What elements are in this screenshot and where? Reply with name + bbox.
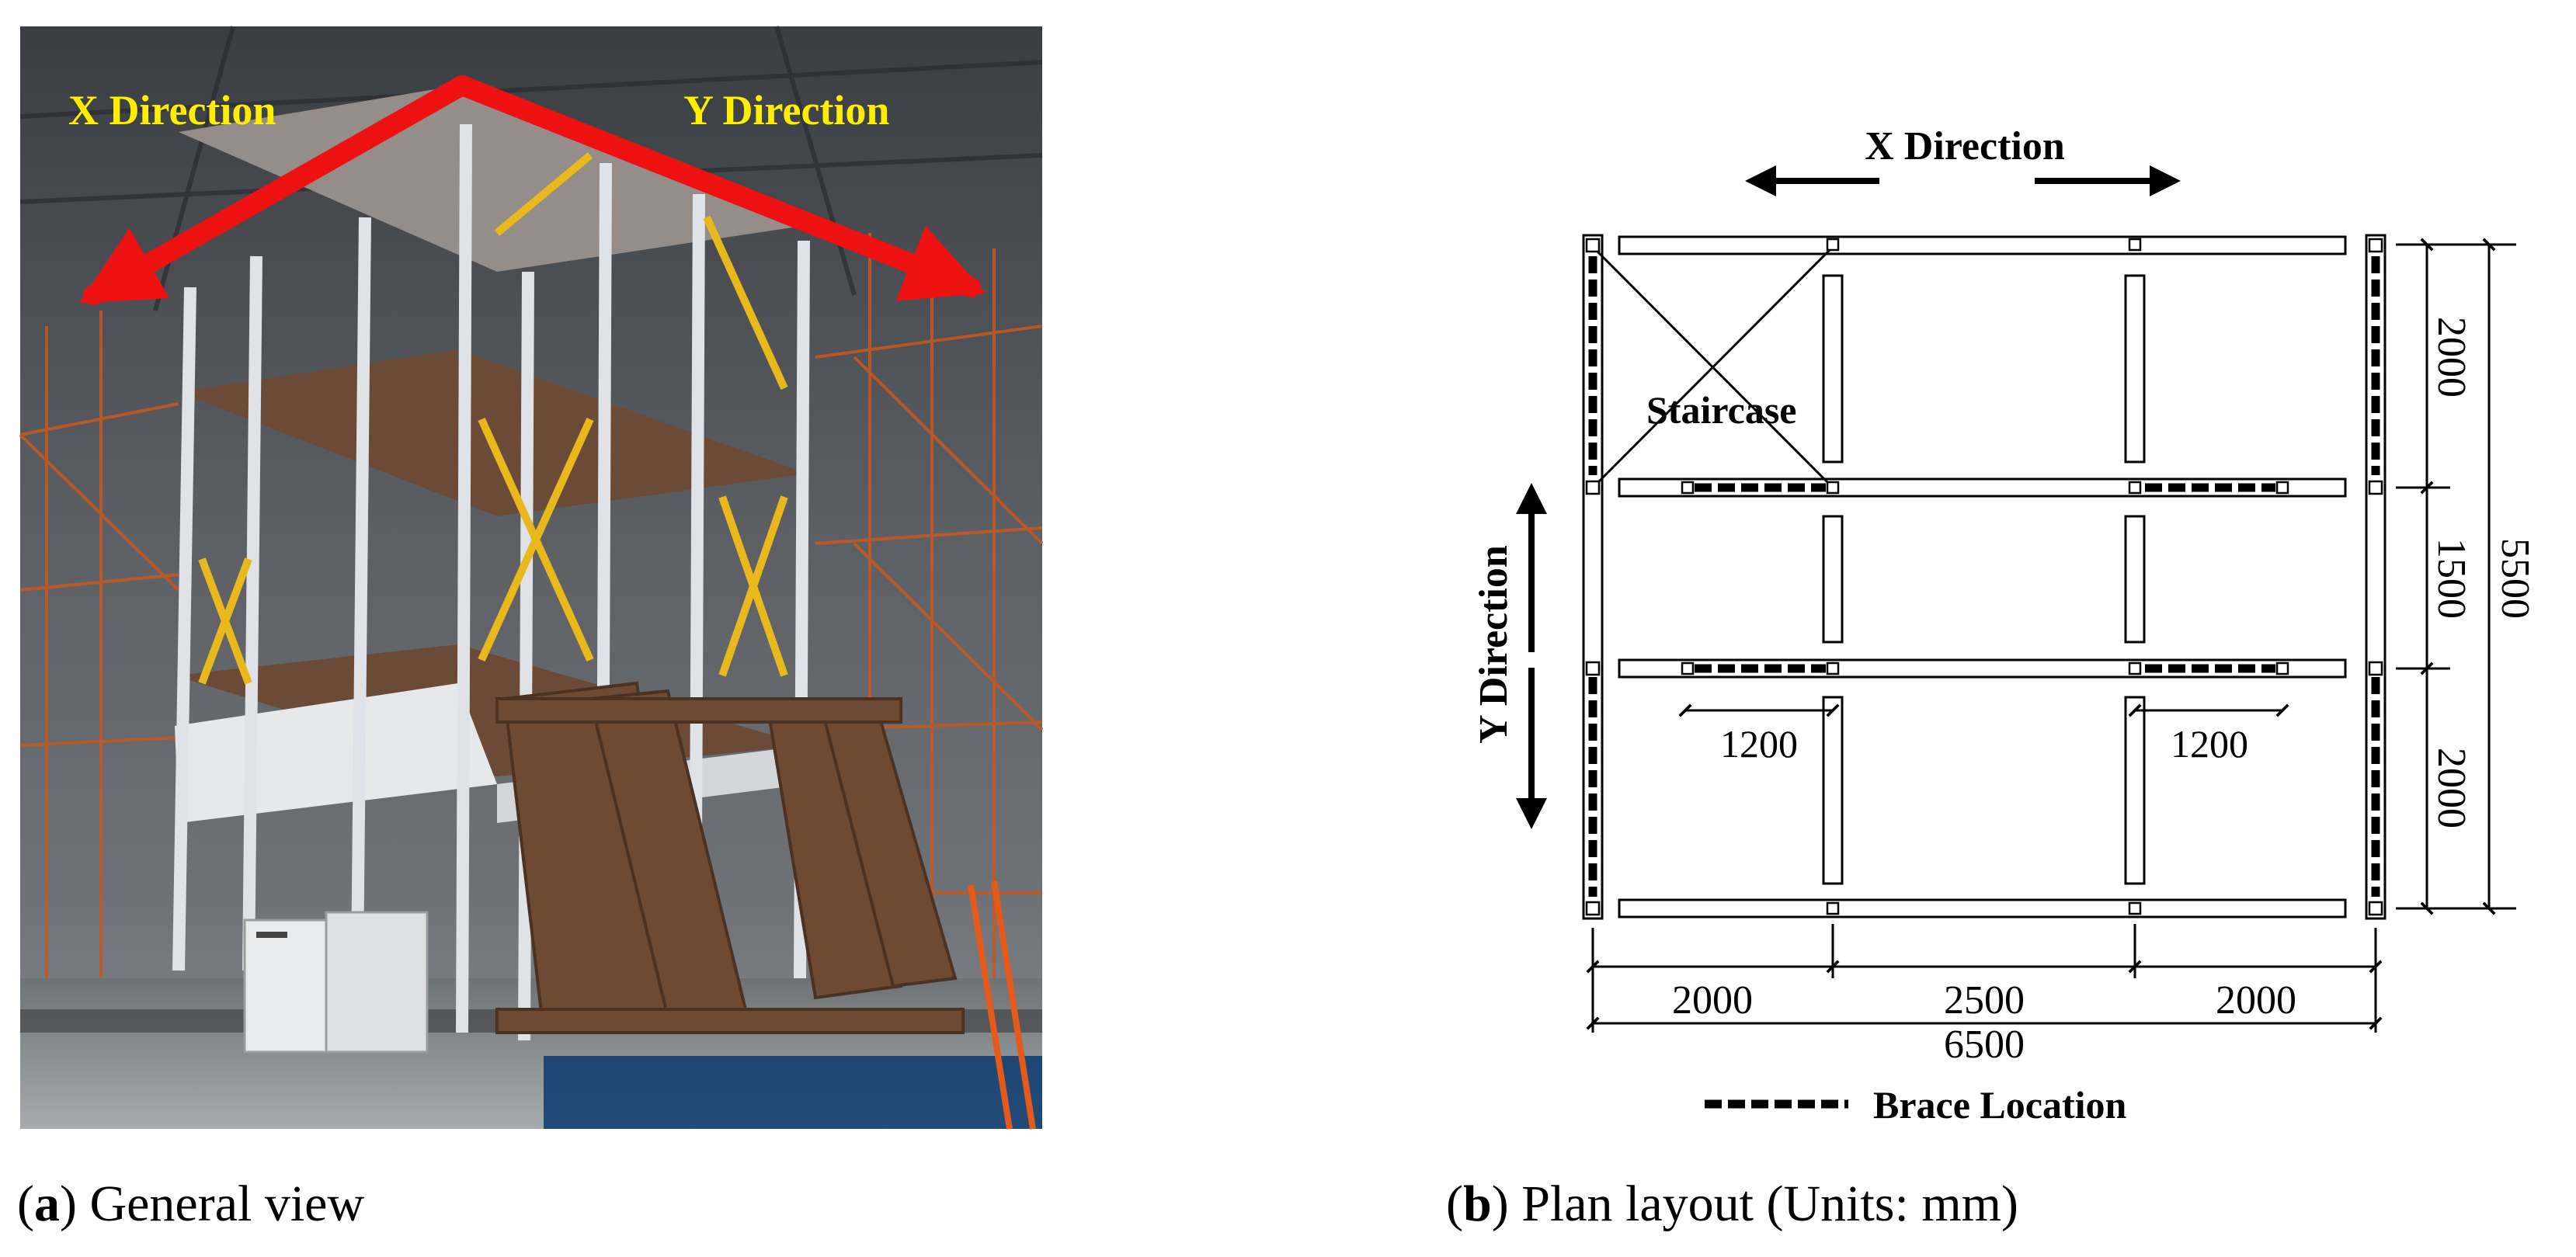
dim-x-total: 6500: [1944, 1023, 2025, 1067]
dim-x-1: 2000: [1672, 978, 1753, 1023]
beam-row-1: [1618, 235, 2347, 255]
caption-b-letter: b: [1463, 1175, 1492, 1232]
brace-legend-label: Brace Location: [1873, 1083, 2127, 1127]
dim-x-2: 2500: [1944, 978, 2025, 1023]
brace-locations: [1588, 256, 2380, 897]
caption-a: (a) General view: [17, 1175, 364, 1232]
staircase-label: Staircase: [1646, 388, 1796, 432]
dimension-lines: [1586, 238, 2516, 1033]
general-view-photo: X Direction Y Direction: [19, 26, 1044, 1130]
caption-a-text: General view: [77, 1175, 364, 1232]
plan-x-direction-label: X Direction: [1865, 124, 2065, 168]
dim-y-3: 2000: [2429, 748, 2473, 828]
plan-y-direction-label: Y Direction: [1472, 545, 1516, 744]
dim-y-total: 5500: [2493, 538, 2537, 619]
plan-layout-diagram: [1582, 234, 2387, 920]
dim-y-1: 2000: [2429, 317, 2473, 398]
caption-a-letter: a: [34, 1175, 60, 1232]
photo-y-direction-label: Y Direction: [683, 87, 889, 134]
brace-span-left: 1200: [1720, 722, 1798, 766]
dim-x-3: 2000: [2216, 978, 2296, 1023]
photo-x-direction-label: X Direction: [68, 87, 276, 134]
caption-b: (b) Plan layout (Units: mm): [1446, 1175, 2018, 1232]
brace-legend: Brace Location: [1705, 1083, 2127, 1127]
dim-y-2: 1500: [2429, 538, 2473, 619]
brace-span-right: 1200: [2171, 722, 2248, 766]
plan-direction-arrows: [1516, 165, 2181, 829]
caption-b-text: Plan layout (Units: mm): [1509, 1175, 2018, 1232]
beam-row-4: [1618, 898, 2347, 918]
